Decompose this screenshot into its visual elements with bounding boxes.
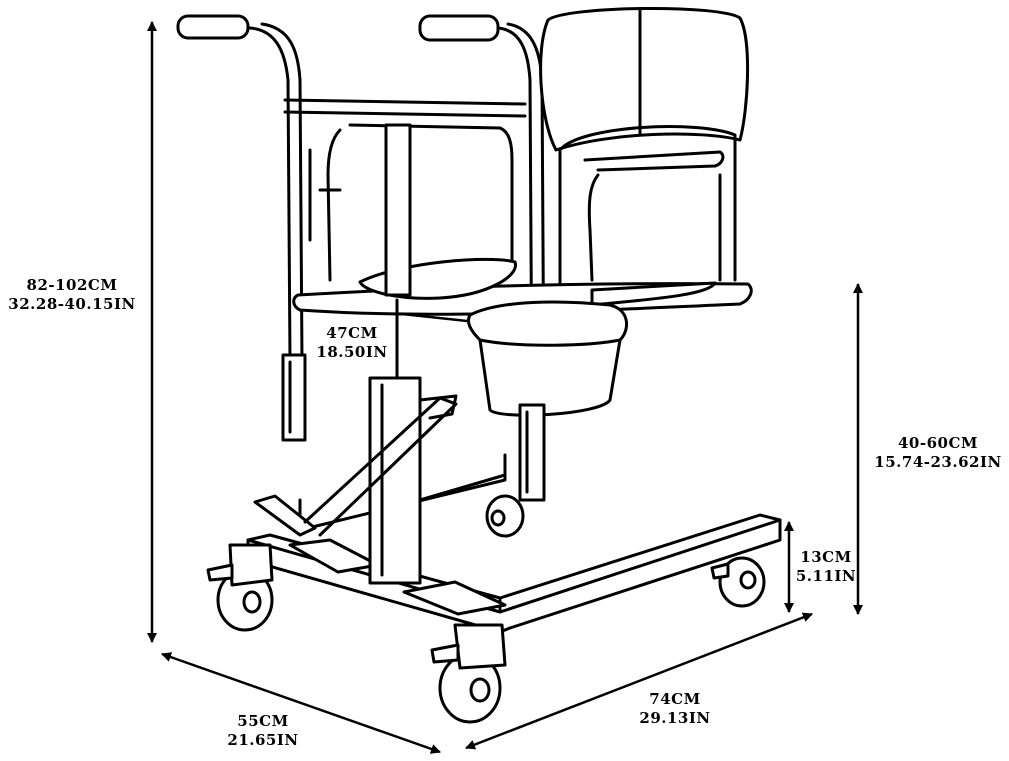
base-length-inch: 29.13IN <box>639 709 711 727</box>
commode-bucket <box>466 300 629 417</box>
base-clearance-cm: 13CM <box>800 548 852 566</box>
seat-backrest <box>539 6 750 152</box>
foot-pedal-lever <box>253 394 458 537</box>
seat-width-cm: 47CM <box>326 324 378 342</box>
armrests <box>558 125 737 302</box>
seat-height-cm: 40-60CM <box>897 434 979 452</box>
base-clearance-inch: 5.11IN <box>795 567 857 585</box>
base-width-dimension-line <box>161 652 441 754</box>
right-telescopic-leg <box>518 403 546 502</box>
total-height-inch: 32.28-40.15IN <box>8 295 136 313</box>
rear-right-caster-wheel <box>710 556 766 608</box>
base-length-cm: 74CM <box>649 690 701 708</box>
front-left-caster-wheel <box>206 543 274 632</box>
base-width-cm: 55CM <box>237 712 289 730</box>
base-length-label: 74CM 29.13IN <box>630 690 720 728</box>
inner-frame <box>308 123 722 282</box>
base-length-dimension-line <box>465 612 813 750</box>
base-width-label: 55CM 21.65IN <box>218 712 308 750</box>
total-height-cm: 82-102CM <box>26 276 118 294</box>
front-right-caster-wheel <box>430 623 507 724</box>
rear-left-caster-wheel <box>485 494 525 538</box>
seat-width-label: 47CM 18.50IN <box>312 324 392 362</box>
base-width-inch: 21.65IN <box>227 731 299 749</box>
seat-width-inch: 18.50IN <box>316 343 388 361</box>
base-clearance-label: 13CM 5.11IN <box>790 548 862 586</box>
top-crossbar <box>283 98 527 118</box>
total-height-label: 82-102CM 32.28-40.15IN <box>2 276 142 314</box>
seat-height-inch: 15.74-23.62IN <box>874 453 1002 471</box>
seat-height-label: 40-60CM 15.74-23.62IN <box>868 434 1008 472</box>
left-telescopic-leg <box>281 353 307 442</box>
right-footrest-plate <box>402 580 507 616</box>
left-push-handle <box>176 14 304 362</box>
